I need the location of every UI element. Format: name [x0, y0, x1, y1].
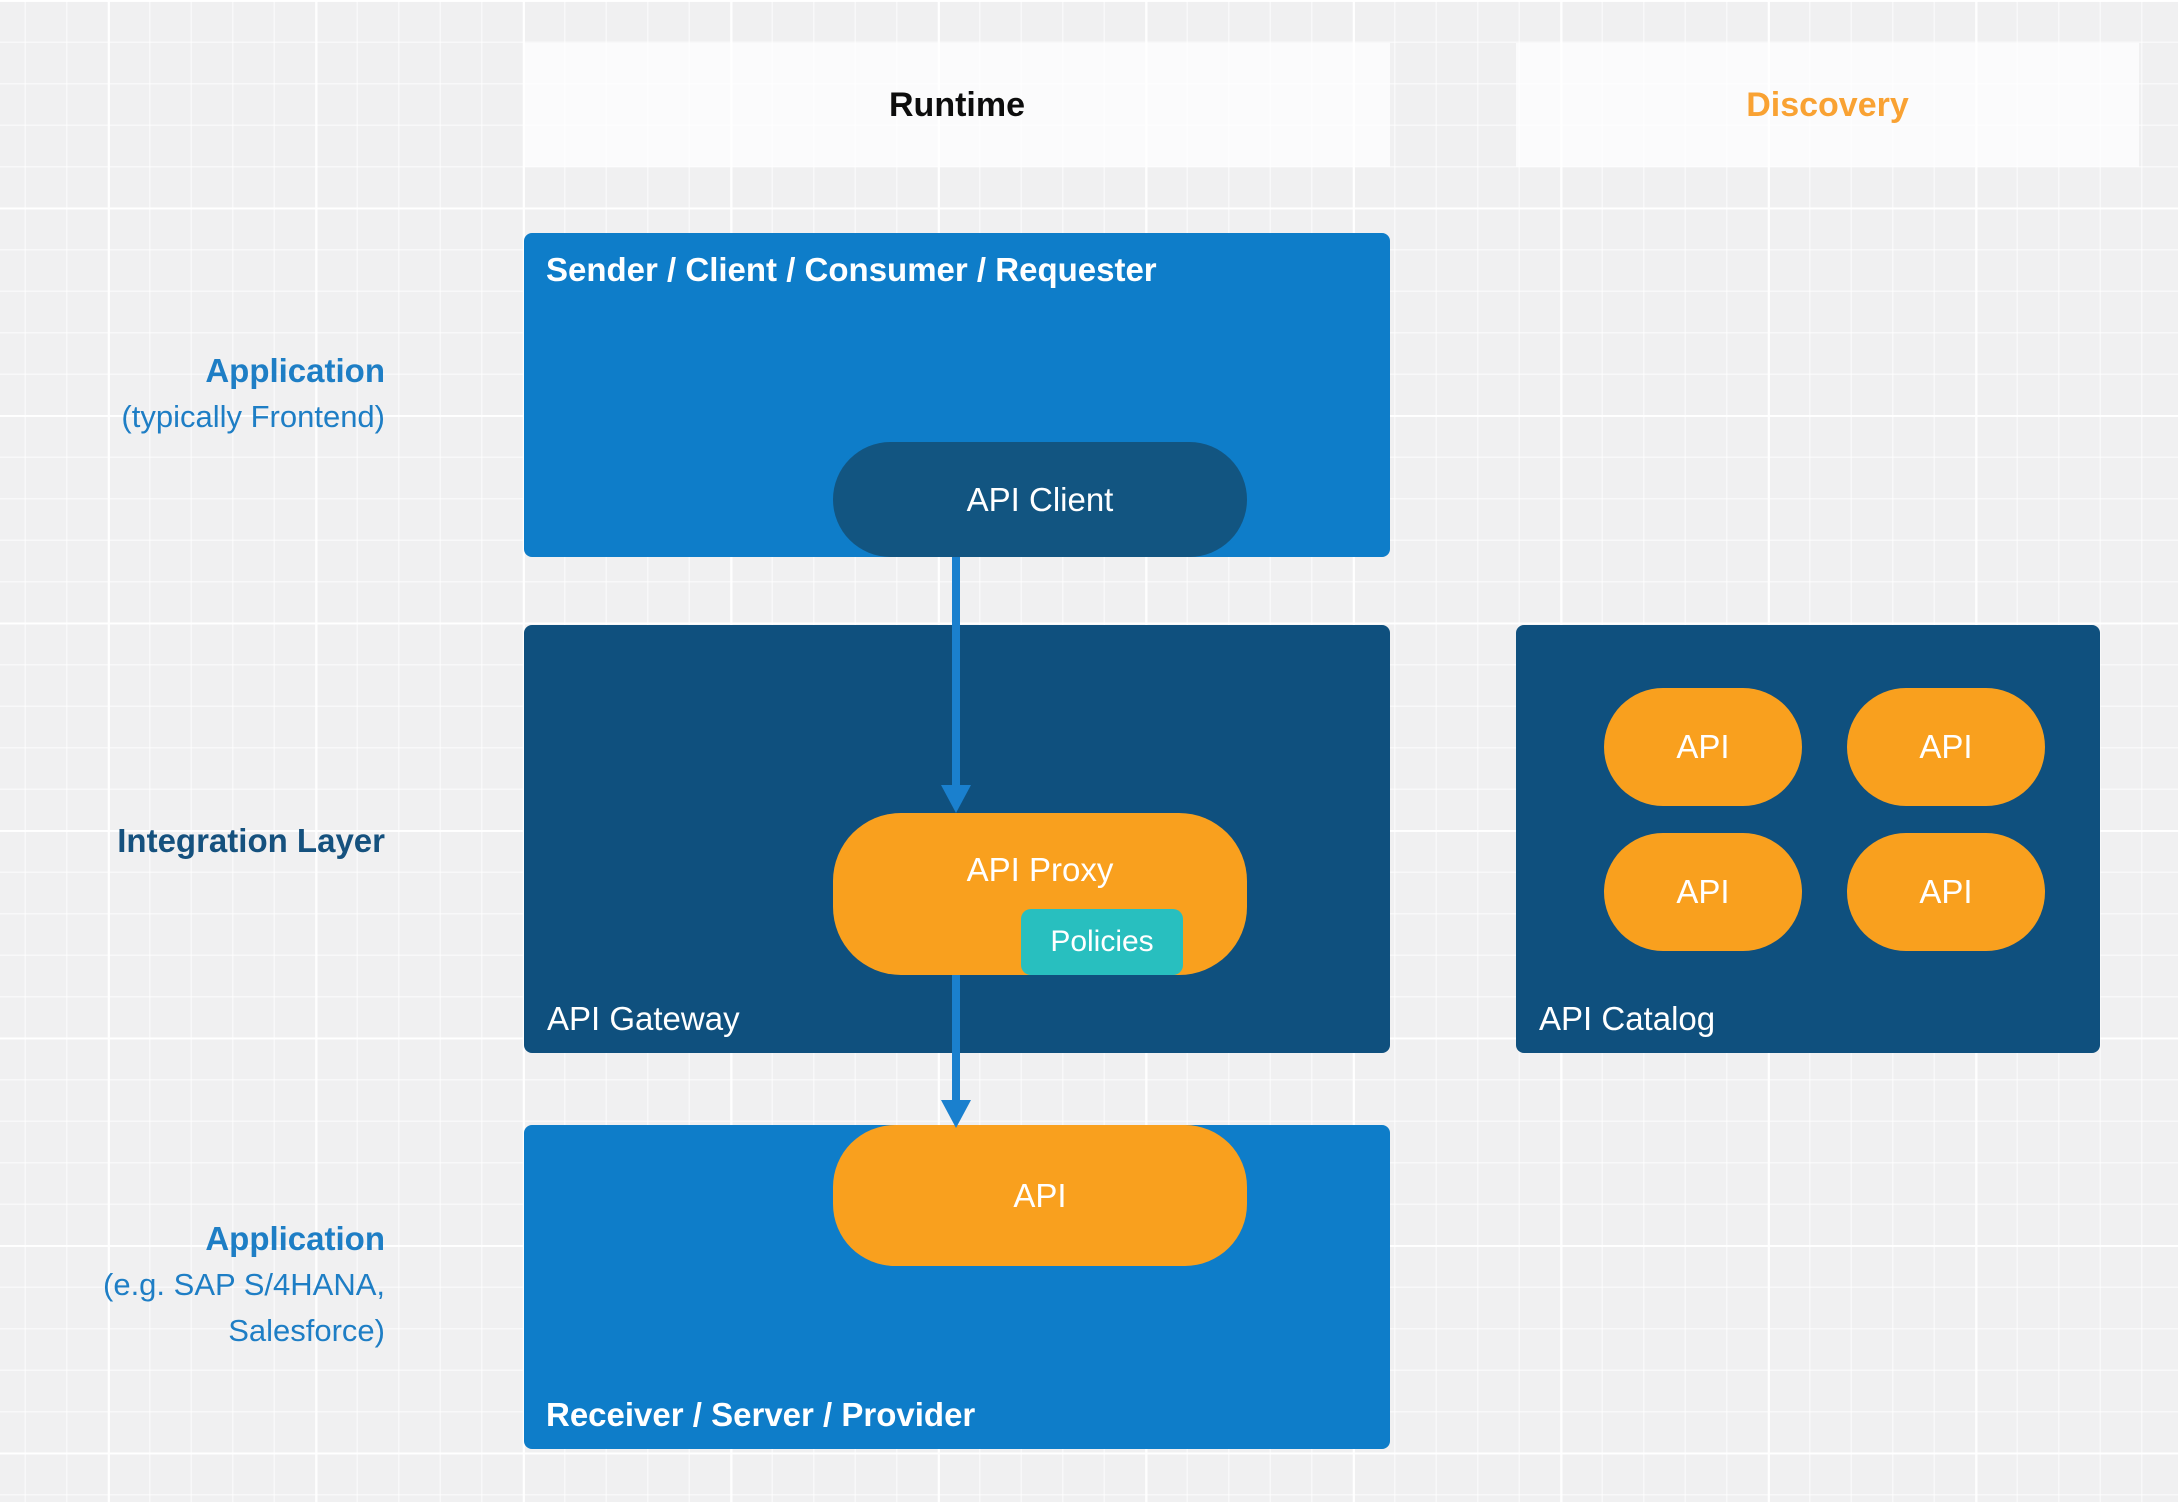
catalog-api-pill: API: [1604, 833, 1802, 951]
sender-client-box: Sender / Client / Consumer / Requester A…: [524, 233, 1390, 557]
api-client-pill: API Client: [833, 442, 1247, 557]
catalog-api-pill: API: [1847, 688, 2045, 806]
row-label-subtitle: Salesforce): [228, 1313, 385, 1348]
row-label-title: Application: [205, 1220, 385, 1257]
row-label-integration-layer: Integration Layer: [0, 818, 385, 864]
sender-client-box-title: Sender / Client / Consumer / Requester: [546, 251, 1157, 288]
row-label-subtitle: (typically Frontend): [121, 399, 385, 434]
policies-tag: Policies: [1021, 909, 1183, 975]
runtime-header-label: Runtime: [889, 85, 1025, 124]
column-header-runtime: Runtime: [524, 43, 1390, 167]
catalog-api-pill-label: API: [1676, 728, 1730, 765]
api-proxy-pill-label: API Proxy: [966, 851, 1114, 888]
row-label-title: Integration Layer: [117, 822, 385, 859]
receiver-server-box-title: Receiver / Server / Provider: [546, 1396, 976, 1433]
receiver-server-box: API Receiver / Server / Provider: [524, 1125, 1390, 1449]
flow-arrow-client-to-proxy-head: [941, 785, 971, 813]
flow-arrow-client-to-proxy-line: [952, 557, 960, 788]
api-catalog-box-label: API Catalog: [1539, 1000, 1716, 1037]
row-label-application-frontend: Application (typically Frontend): [0, 348, 385, 440]
catalog-api-pill-label: API: [1919, 728, 1973, 765]
receiver-api-pill-label: API: [1013, 1176, 1067, 1214]
api-proxy-pill: API Proxy Policies: [833, 813, 1247, 975]
receiver-api-pill: API: [833, 1125, 1247, 1266]
row-label-subtitle: (e.g. SAP S/4HANA,: [103, 1267, 385, 1302]
api-client-pill-label: API Client: [966, 480, 1114, 518]
api-catalog-box: API API API API API Catalog: [1516, 625, 2100, 1053]
catalog-api-pill: API: [1847, 833, 2045, 951]
flow-arrow-proxy-to-api-head: [941, 1100, 971, 1128]
api-gateway-box-label: API Gateway: [547, 1000, 740, 1037]
catalog-api-pill: API: [1604, 688, 1802, 806]
row-label-application-backend: Application (e.g. SAP S/4HANA, Salesforc…: [0, 1216, 385, 1354]
row-label-title: Application: [205, 352, 385, 389]
discovery-header-label: Discovery: [1746, 85, 1909, 124]
catalog-api-pill-label: API: [1676, 873, 1730, 910]
catalog-api-pill-label: API: [1919, 873, 1973, 910]
flow-arrow-proxy-to-api-line: [952, 975, 960, 1104]
column-header-discovery: Discovery: [1516, 43, 2139, 167]
